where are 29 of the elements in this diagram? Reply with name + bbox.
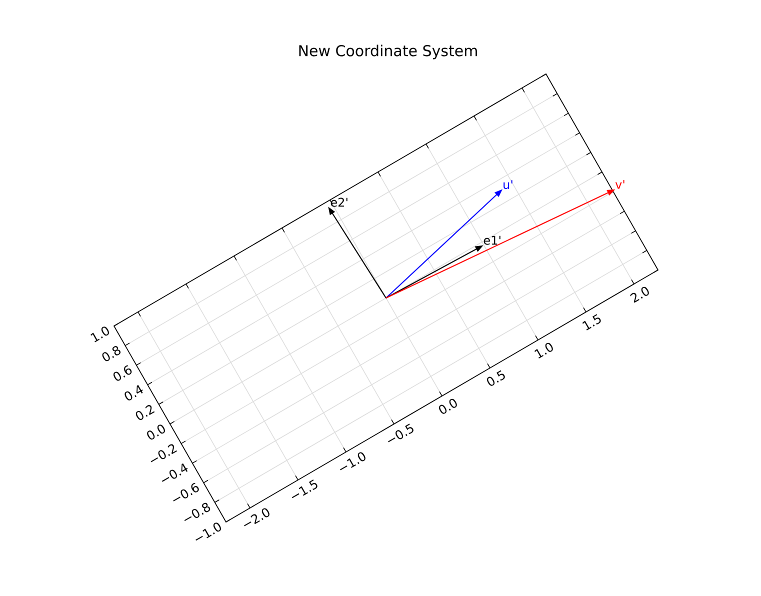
tick-label: 0.8 [102,346,121,362]
tick-label: −2.0 [244,508,270,526]
vector-label: e1' [484,236,500,245]
vector-label: v' [615,180,624,189]
tick-label: −0.4 [162,463,188,482]
tick-label: 0.2 [136,405,155,420]
vector-arrow [385,190,502,299]
tick-label: −0.2 [150,444,178,462]
tick-label: 0.6 [114,365,132,381]
tick-label: 1.0 [90,326,109,342]
tick-label: −1.0 [340,452,366,470]
tick-label: 0.0 [147,424,165,440]
vector-label: e2' [330,198,348,207]
vector-arrow [385,245,483,299]
tick-label: 1.5 [582,314,601,330]
tick-label: −0.8 [184,502,210,522]
chart-title: New Coordinate System [299,44,477,60]
tick-label: 2.0 [630,286,649,303]
vector-arrow [328,207,387,299]
tick-label: −1.5 [292,480,318,498]
tick-label: 0.0 [439,398,457,414]
tick-label: −0.6 [173,482,199,502]
tick-label: −0.5 [388,424,414,442]
tick-label: 0.4 [124,384,143,400]
tick-label: −1.0 [196,522,221,541]
vector-arrow [385,189,614,299]
vector-label: u' [504,180,512,190]
tick-label: 0.5 [487,370,505,386]
tick-label: 1.0 [534,342,553,358]
